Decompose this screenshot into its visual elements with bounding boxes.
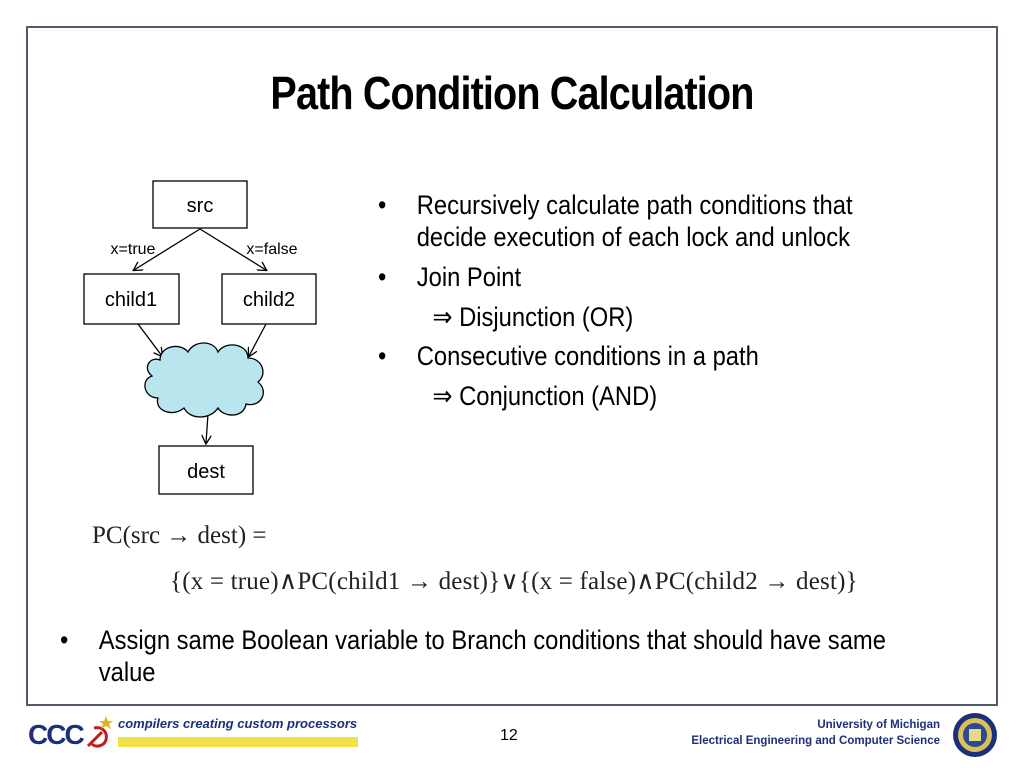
edge-child1-cloud bbox=[137, 323, 162, 356]
node-child1-label: child1 bbox=[105, 289, 157, 311]
edge-src-child1 bbox=[134, 228, 201, 270]
footer-tagline: compilers creating custom processors bbox=[118, 716, 358, 731]
cloud-shape bbox=[144, 342, 264, 418]
bullet-item: • Consecutive conditions in a path bbox=[378, 341, 906, 373]
department-name: Electrical Engineering and Computer Scie… bbox=[691, 734, 940, 747]
ccc-logo: CCC bbox=[28, 716, 113, 750]
edge-label-false: x=false bbox=[246, 241, 297, 258]
flow-diagram: x=true x=false src child1 child2 dest bbox=[83, 180, 317, 495]
ccc-logo-text: CCC bbox=[28, 719, 84, 750]
page-number: 12 bbox=[500, 727, 518, 744]
edge-label-true: x=true bbox=[111, 241, 156, 258]
footer-institution: University of Michigan Electrical Engine… bbox=[691, 718, 940, 749]
node-dest-label: dest bbox=[187, 461, 225, 483]
bullet-list: • Recursively calculate path conditions … bbox=[378, 190, 906, 421]
node-dest-box bbox=[158, 445, 254, 495]
bottom-bullet: • Assign same Boolean variable to Branch… bbox=[60, 624, 940, 689]
bullet-dot: • bbox=[60, 625, 69, 655]
node-child2-label: child2 bbox=[243, 289, 295, 311]
bottom-bullet-text: Assign same Boolean variable to Branch c… bbox=[98, 625, 886, 688]
institution-name: University of Michigan bbox=[817, 719, 940, 731]
edge-src-child2 bbox=[199, 228, 266, 270]
bullet-item: • Join Point bbox=[378, 262, 906, 294]
formula-line-1: PC(src → dest) = bbox=[92, 522, 267, 549]
bullet-dot: • bbox=[378, 190, 387, 220]
sub-item: ⇒ Conjunction (AND) bbox=[432, 381, 658, 412]
star-icon bbox=[99, 716, 113, 729]
formula-line-2: {(x = true)∧PC(child1 → dest)}∨{(x = fal… bbox=[170, 568, 858, 595]
slide-frame bbox=[26, 26, 998, 706]
slide-title: Path Condition Calculation bbox=[270, 67, 754, 119]
bullet-text: Consecutive conditions in a path bbox=[416, 341, 759, 372]
node-src-box bbox=[152, 180, 248, 229]
edge-child2-cloud bbox=[249, 323, 267, 356]
node-child1-box bbox=[83, 273, 180, 325]
edge-cloud-dest bbox=[206, 413, 208, 443]
sub-item: ⇒ Disjunction (OR) bbox=[432, 301, 634, 332]
footer-yellow-bar bbox=[118, 737, 358, 747]
node-child2-box bbox=[221, 273, 317, 325]
node-src-label: src bbox=[187, 195, 214, 217]
bullet-text: Join Point bbox=[416, 261, 522, 292]
bullet-item: • Recursively calculate path conditions … bbox=[378, 190, 906, 254]
bullet-dot: • bbox=[378, 341, 387, 372]
bullet-text: Recursively calculate path conditions th… bbox=[416, 190, 853, 252]
university-seal-icon bbox=[953, 713, 997, 757]
hammer-sickle-icon bbox=[90, 726, 108, 748]
bullet-dot: • bbox=[378, 261, 387, 292]
